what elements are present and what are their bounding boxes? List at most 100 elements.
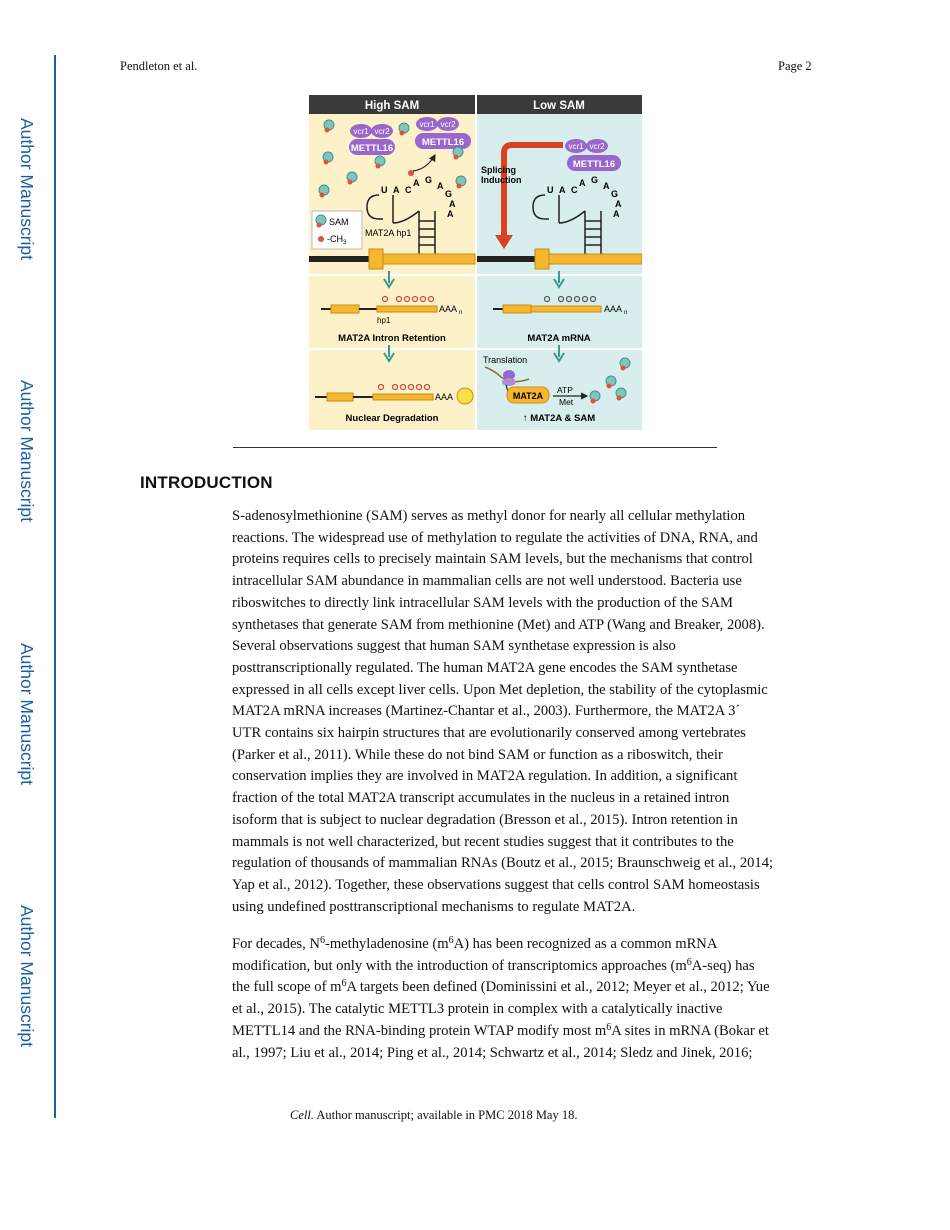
- hairpin-label: MAT2A hp1: [365, 228, 411, 238]
- svg-text:-CH3: -CH3: [327, 234, 347, 246]
- high-sam-title-bar: [309, 95, 475, 114]
- text-line: isoform that is subject to nuclear degra…: [232, 811, 738, 828]
- svg-text:G: G: [591, 175, 598, 185]
- svg-text:vcr1: vcr1: [568, 142, 584, 151]
- methyl-transfer-arrow: [412, 153, 436, 172]
- horizontal-rule: [233, 447, 717, 448]
- sidebar-label: Author Manuscript: [17, 118, 37, 261]
- text-line: expressed in all cells except liver cell…: [232, 681, 768, 698]
- down-arrow-icon: [553, 345, 565, 363]
- page-footer: Cell. Author manuscript; available in PM…: [290, 1108, 577, 1123]
- ribosome-icon: [502, 378, 516, 386]
- mat2a-hairpin-high: [366, 194, 436, 255]
- page-number: Page 2: [778, 59, 812, 73]
- text-line: modification, but only with the introduc…: [232, 956, 755, 974]
- svg-text:SAM: SAM: [329, 217, 349, 227]
- svg-text:AAA: AAA: [439, 304, 457, 314]
- mrna-strand-icon: [484, 366, 530, 383]
- translation-label: Translation: [483, 355, 527, 365]
- svg-text:A: A: [413, 178, 420, 188]
- atp-label: ATP: [557, 385, 573, 395]
- svg-text:vcr2: vcr2: [374, 127, 390, 136]
- mat2a-mrna-label: MAT2A mRNA: [527, 333, 590, 344]
- svg-text:METTL16: METTL16: [351, 143, 393, 154]
- svg-text:MAT2A: MAT2A: [513, 391, 544, 401]
- text-line: using undefined posttranscriptional mech…: [232, 898, 636, 915]
- intron-line: [309, 256, 369, 262]
- text-line: et al., 2015). The catalytic METTL3 prot…: [232, 1001, 723, 1018]
- text-line: conservation implies they are involved i…: [232, 768, 738, 785]
- svg-text:vcr2: vcr2: [589, 142, 605, 151]
- low-sam-title: Low SAM: [533, 100, 585, 112]
- mettl16-complex-right: vcr1 vcr2 METTL16: [415, 117, 471, 149]
- svg-text:U: U: [547, 185, 554, 195]
- mat2a-sam-increase-label: ↑ MAT2A & SAM: [523, 413, 595, 424]
- text-line: reactions. The widespread use of methyla…: [232, 529, 758, 546]
- svg-text:G: G: [425, 175, 432, 185]
- mat2a-hairpin-low: [532, 194, 602, 255]
- text-line: fraction of the total MAT2A transcript a…: [232, 790, 730, 807]
- text-line: the full scope of m6A targets been defin…: [232, 978, 770, 996]
- running-header-authors: Pendleton et al.: [120, 59, 198, 73]
- degraded-transcript: [315, 383, 434, 402]
- ribosome-icon: [503, 370, 515, 380]
- journal-name: Cell.: [290, 1108, 314, 1122]
- svg-text:n: n: [459, 310, 462, 316]
- svg-text:G: G: [445, 189, 452, 199]
- down-arrow-icon: [383, 271, 395, 289]
- svg-text:A: A: [613, 209, 620, 219]
- intron-retention-transcript: [321, 295, 438, 314]
- svg-text:A: A: [393, 185, 400, 195]
- text-line: Several observations suggest that human …: [232, 638, 676, 655]
- svg-text:U: U: [381, 185, 388, 195]
- sam-molecule-icons: [318, 119, 467, 198]
- text-line: For decades, N6-methyladenosine (m6A) ha…: [232, 935, 718, 953]
- splicing-induction-label: Splicing: [481, 165, 516, 175]
- text-line: al., 1997; Liu et al., 2014; Ping et al.…: [232, 1044, 753, 1061]
- author-manuscript-sidebar: Author Manuscript Author Manuscript Auth…: [0, 0, 60, 1230]
- svg-text:G: G: [611, 189, 618, 199]
- splicing-arrow-head: [495, 235, 513, 249]
- nuclear-degradation-label: Nuclear Degradation: [346, 413, 439, 424]
- sidebar-divider: [54, 55, 56, 1118]
- exon-block: [534, 248, 550, 270]
- text-line: Yap et al., 2012). Together, these obser…: [232, 876, 760, 893]
- svg-text:A: A: [447, 209, 454, 219]
- sidebar-label: Author Manuscript: [17, 380, 37, 523]
- svg-text:A: A: [579, 178, 586, 188]
- hp1-label: hp1: [377, 316, 391, 325]
- exon-block: [368, 248, 384, 270]
- high-sam-title: High SAM: [365, 100, 419, 112]
- text-line: S-adenosylmethionine (SAM) serves as met…: [232, 508, 746, 524]
- svg-text:vcr2: vcr2: [440, 120, 456, 129]
- figure-legend: SAM -CH3: [311, 210, 363, 250]
- text-line: UTR contains six hairpin structures that…: [232, 725, 746, 742]
- section-heading: INTRODUCTION: [140, 473, 273, 492]
- text-line: regulation of thousands of mammalian RNA…: [232, 855, 774, 872]
- low-sam-title-bar: [477, 95, 642, 114]
- intron-retention-label: MAT2A Intron Retention: [338, 333, 446, 344]
- svg-text:METTL16: METTL16: [573, 159, 615, 170]
- svg-text:C: C: [405, 185, 412, 195]
- mettl16-complex-left: vcr1 vcr2 METTL16: [349, 124, 395, 155]
- graphical-abstract-figure: High SAM Low SAM vcr1 vcr2 METTL16 vcr1 …: [309, 95, 643, 430]
- met-label: Met: [559, 397, 574, 407]
- exon-bar: [368, 253, 476, 265]
- down-arrow-icon: [553, 271, 565, 289]
- text-line: mammals is not well characterized, but r…: [232, 833, 734, 850]
- text-line: riboswitches to directly link intracellu…: [232, 594, 733, 611]
- sam-molecule-icons: [589, 357, 631, 404]
- sidebar-label: Author Manuscript: [17, 643, 37, 786]
- mat2a-protein: [506, 386, 550, 404]
- svg-text:A: A: [603, 181, 610, 191]
- intron-line: [477, 256, 535, 262]
- mettl16-complex-low: vcr1 vcr2 METTL16: [565, 139, 621, 171]
- svg-text:vcr1: vcr1: [419, 120, 435, 129]
- text-line: MAT2A mRNA increases (Martinez-Chantar e…: [232, 703, 741, 720]
- svg-text:A: A: [559, 185, 566, 195]
- svg-text:Induction: Induction: [481, 175, 522, 185]
- introduction-paragraph-1: S-adenosylmethionine (SAM) serves as met…: [232, 506, 814, 918]
- down-arrow-icon: [383, 345, 395, 363]
- exosome-pacman-icon: [456, 387, 474, 405]
- text-line: METTL14 and the RNA-binding protein WTAP…: [232, 1021, 769, 1039]
